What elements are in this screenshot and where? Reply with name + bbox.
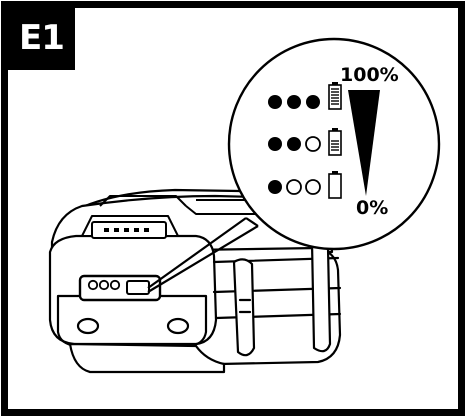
panel-led-1 <box>87 279 99 291</box>
panel-led-2 <box>98 279 110 291</box>
led-row-low <box>268 171 342 199</box>
led-filled <box>268 137 282 151</box>
panel-check-button <box>126 280 150 295</box>
led-row-full <box>268 82 342 110</box>
terminal-block <box>81 195 269 239</box>
led-filled <box>306 95 320 109</box>
charge-wedge <box>348 90 380 196</box>
led-empty <box>286 179 302 195</box>
scale-bottom-label: 0% <box>356 197 389 219</box>
battery-partial-icon <box>328 128 342 156</box>
led-empty <box>305 136 321 152</box>
scale-top-label: 100% <box>340 64 399 86</box>
callout-leader <box>147 217 259 293</box>
battery-empty-icon <box>328 171 342 199</box>
led-filled <box>268 95 282 109</box>
panel-led-3 <box>109 279 121 291</box>
figure-label-badge: E1 <box>8 6 75 70</box>
led-empty <box>305 179 321 195</box>
battery-full-icon <box>328 82 342 110</box>
led-filled <box>287 137 301 151</box>
led-row-two-thirds <box>268 128 342 156</box>
led-filled <box>268 180 282 194</box>
fuel-gauge-panel <box>78 274 162 302</box>
led-filled <box>287 95 301 109</box>
